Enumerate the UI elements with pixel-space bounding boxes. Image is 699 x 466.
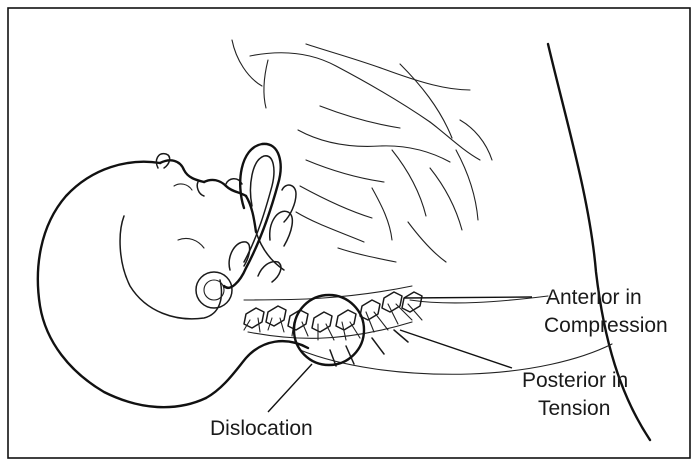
cervical-spine (244, 286, 422, 366)
head-outline (38, 154, 308, 407)
leader-posterior (400, 330, 512, 368)
label-dislocation: Dislocation (210, 417, 313, 440)
label-anterior-line2: Compression (544, 314, 668, 337)
leader-anterior (404, 297, 532, 298)
vertebra-c1 (244, 308, 264, 332)
label-anterior-line1: Anterior in (546, 286, 642, 309)
vertebra-t1 (402, 292, 422, 320)
vertebra-c4 (312, 312, 334, 340)
vertebra-c2 (266, 306, 286, 332)
label-posterior-line1: Posterior in (522, 369, 628, 392)
leader-dislocation (268, 364, 312, 412)
hand-and-strap (224, 144, 296, 288)
label-posterior-line2: Tension (538, 397, 610, 420)
vertebra-c7 (382, 292, 412, 324)
